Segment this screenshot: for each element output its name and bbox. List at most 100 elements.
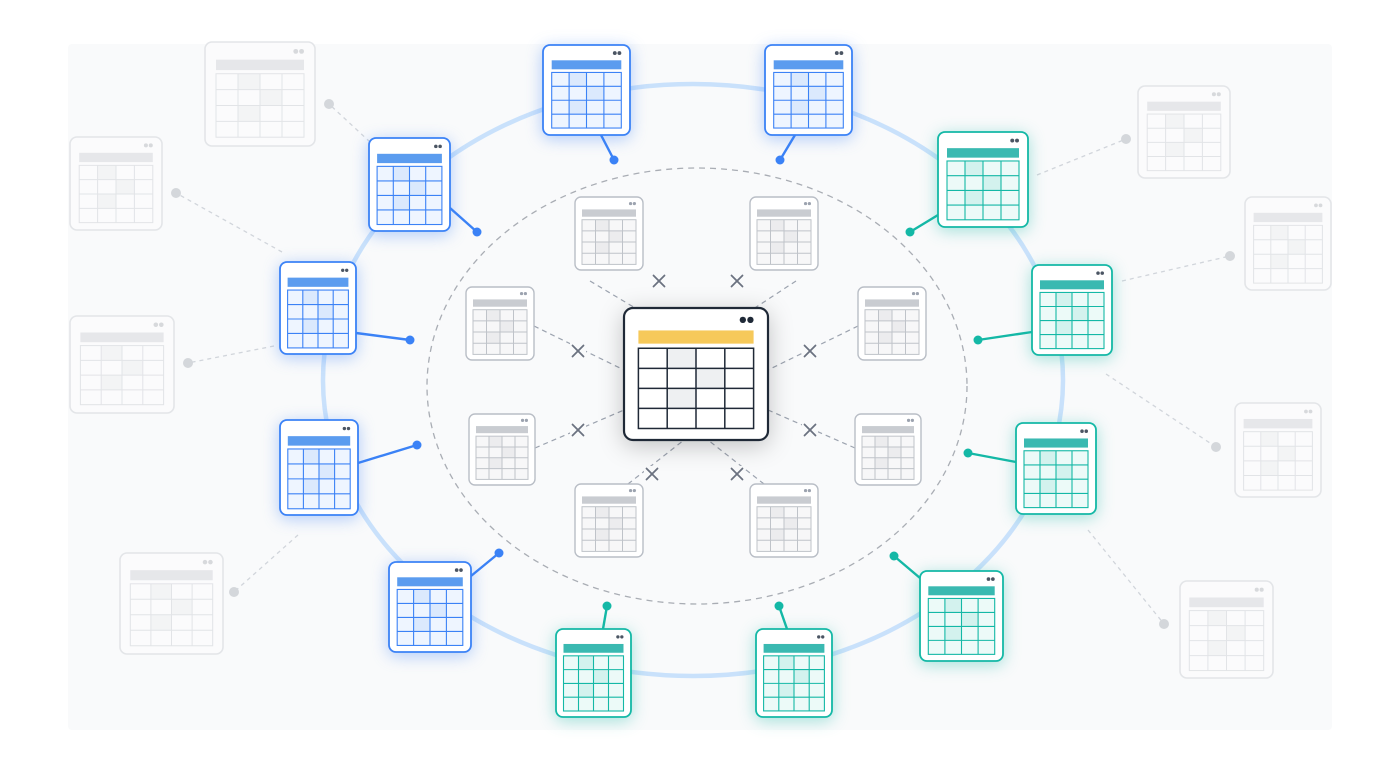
ring-table-11-teal-cell-shade [578,655,594,670]
x-mark-stroke [571,344,585,358]
ring-table-7-teal-header-bar [947,148,1019,158]
ring-table-10-teal-cell-shade [944,598,962,613]
window-dot-icon [632,488,637,493]
inner-table-8-cell-shade [784,517,798,530]
ring-table-2-blue-header-bar [773,60,844,70]
inner-table-2-header-bar [757,209,811,217]
outer-link-5 [1036,138,1127,176]
inner-table-5-cell-shade [489,436,502,447]
outer-table-7-cell-shade [1260,431,1278,447]
ring-table-1-blue [542,44,631,136]
inner-table-7-cell-shade [595,529,609,541]
ring-table-9-teal-cell-shade [1040,479,1056,494]
outer-table-8-cell-shade [1207,610,1227,626]
outer-ring [320,81,1066,679]
ring-table-8-teal [1031,264,1113,356]
window-dot-icon [747,316,754,324]
outer-table-8-cell-shade [1207,640,1227,656]
outer-link-2 [175,192,283,253]
window-dot-icon [299,48,304,54]
window-dot-icon [834,51,839,56]
ring-table-3-blue [368,137,451,232]
inner-table-6-cell-shade [875,457,888,469]
inner-table-4-cell-shade [878,309,892,321]
outer-table-4 [119,552,224,655]
outer-table-2-cell-shade [116,179,135,195]
ring-table-8-teal-cell-shade [1056,292,1072,307]
ring-table-10-teal-cell-shade [944,626,962,641]
ring-table-8-teal-cell-shade [1072,306,1088,321]
ring-table-9-teal-cell-shade [1040,450,1056,465]
outer-table-1 [204,41,316,147]
inner-table-2-cell-shade [784,230,798,243]
center-table-cell-shade [667,388,696,409]
ring-table-3-blue-header-bar [377,153,442,164]
center-table-cell-shade [696,368,725,389]
outer-table-5 [1137,85,1231,179]
x-mark-icon [802,422,818,438]
window-dot-icon [911,291,916,296]
ring-table-1-blue-header-bar [551,60,622,70]
window-dot-icon [459,568,463,572]
window-dot-icon [906,418,911,422]
ring-table-12-teal-cell-shade [778,655,794,670]
outer-tables-layer [69,41,1332,679]
outer-link-4 [233,534,299,593]
outer-link-dot-5 [1121,134,1131,144]
ring-link-node-1 [609,155,619,165]
inner-table-4-cell-shade [892,320,906,333]
ring-table-3-blue-cell-shade [393,166,410,181]
ring-table-1-blue-cell-shade [586,86,604,101]
window-dot-icon [454,568,459,572]
window-dot-icon [293,48,299,54]
outer-table-7-cell-shade [1260,460,1278,476]
outer-table-6 [1244,196,1332,291]
window-dot-icon [628,488,633,493]
ring-table-4-blue-cell-shade [318,304,334,319]
ring-table-7-teal [937,131,1029,228]
x-mark-icon [570,422,586,438]
inner-table-5-header-bar [476,426,528,434]
ring-table-2-blue-cell-shade [791,72,809,87]
ring-table-1-blue-cell-shade [569,100,587,115]
outer-table-2-cell-shade [97,165,116,180]
window-dot-icon [620,635,624,639]
inner-tables-layer [465,196,927,558]
outer-table-4-header-bar [130,570,213,581]
x-mark-icon [729,466,745,482]
x-mark-icon [644,466,660,482]
inner-table-1-cell-shade [609,230,623,243]
outer-table-5-header-bar [1147,101,1221,111]
outer-table-8-header-bar [1189,597,1264,608]
outer-table-8 [1179,580,1274,679]
window-dot-icon [434,144,438,149]
x-mark-stroke [645,467,659,481]
inner-table-7 [574,483,644,558]
ring-table-1-blue-cell-shade [569,72,587,87]
ring-table-9-teal-header-bar [1024,438,1088,448]
ring-table-11-teal-cell-shade [578,683,594,698]
inner-table-3-header-bar [473,299,527,307]
ring-table-6-blue-cell-shade [413,589,430,604]
outer-table-6-cell-shade [1270,254,1288,269]
ring-table-4-blue-cell-shade [302,290,318,305]
ring-table-8-teal-cell-shade [1056,320,1072,335]
inner-table-5-cell-shade [489,457,502,469]
window-dot-icon [910,418,915,422]
window-dot-icon [1314,203,1318,208]
ring-table-5-blue-cell-shade [303,448,319,464]
ring-table-3-blue-cell-shade [393,195,410,210]
inner-table-5 [468,413,536,486]
outer-table-1-cell-shade [238,105,260,122]
outer-table-7-header-bar [1243,418,1313,429]
inner-table-1 [574,196,644,271]
inner-table-3-cell-shade [500,320,514,333]
ring-table-7-teal-cell-shade [965,190,983,206]
window-dot-icon [1308,409,1313,414]
ring-table-10-teal [919,570,1004,662]
inner-table-8-cell-shade [770,529,784,541]
outer-link-dot-6 [1225,251,1235,261]
ring-table-9-teal [1015,422,1097,515]
ring-table-11-teal-header-bar [563,643,624,653]
inner-table-6 [854,413,922,486]
